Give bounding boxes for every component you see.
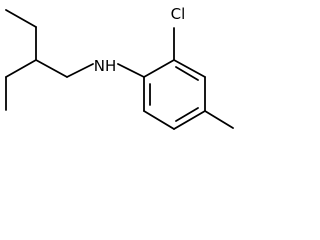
bond-methylene-to-nitrogen	[66, 63, 94, 78]
ring-bond-2	[173, 59, 206, 78]
ring-bond-4	[173, 110, 206, 130]
bond-ethyl-upper-terminal	[5, 9, 37, 28]
nitrogen-label: NH	[94, 57, 117, 75]
ring-double-bond-inner-3	[175, 107, 199, 122]
ring-bond-5	[143, 110, 175, 130]
bond-branch-to-ethyl-lower	[5, 59, 37, 78]
chlorine-label: Cl	[171, 5, 186, 23]
ring-bond-1	[143, 59, 175, 78]
ring-double-bond-inner-2	[175, 66, 199, 81]
bond-branch-to-methylene	[35, 59, 68, 78]
structural-formula: NH Cl	[5, 5, 234, 130]
bond-nitrogen-to-ring	[117, 63, 145, 78]
bond-ring-to-methyl	[204, 110, 234, 129]
